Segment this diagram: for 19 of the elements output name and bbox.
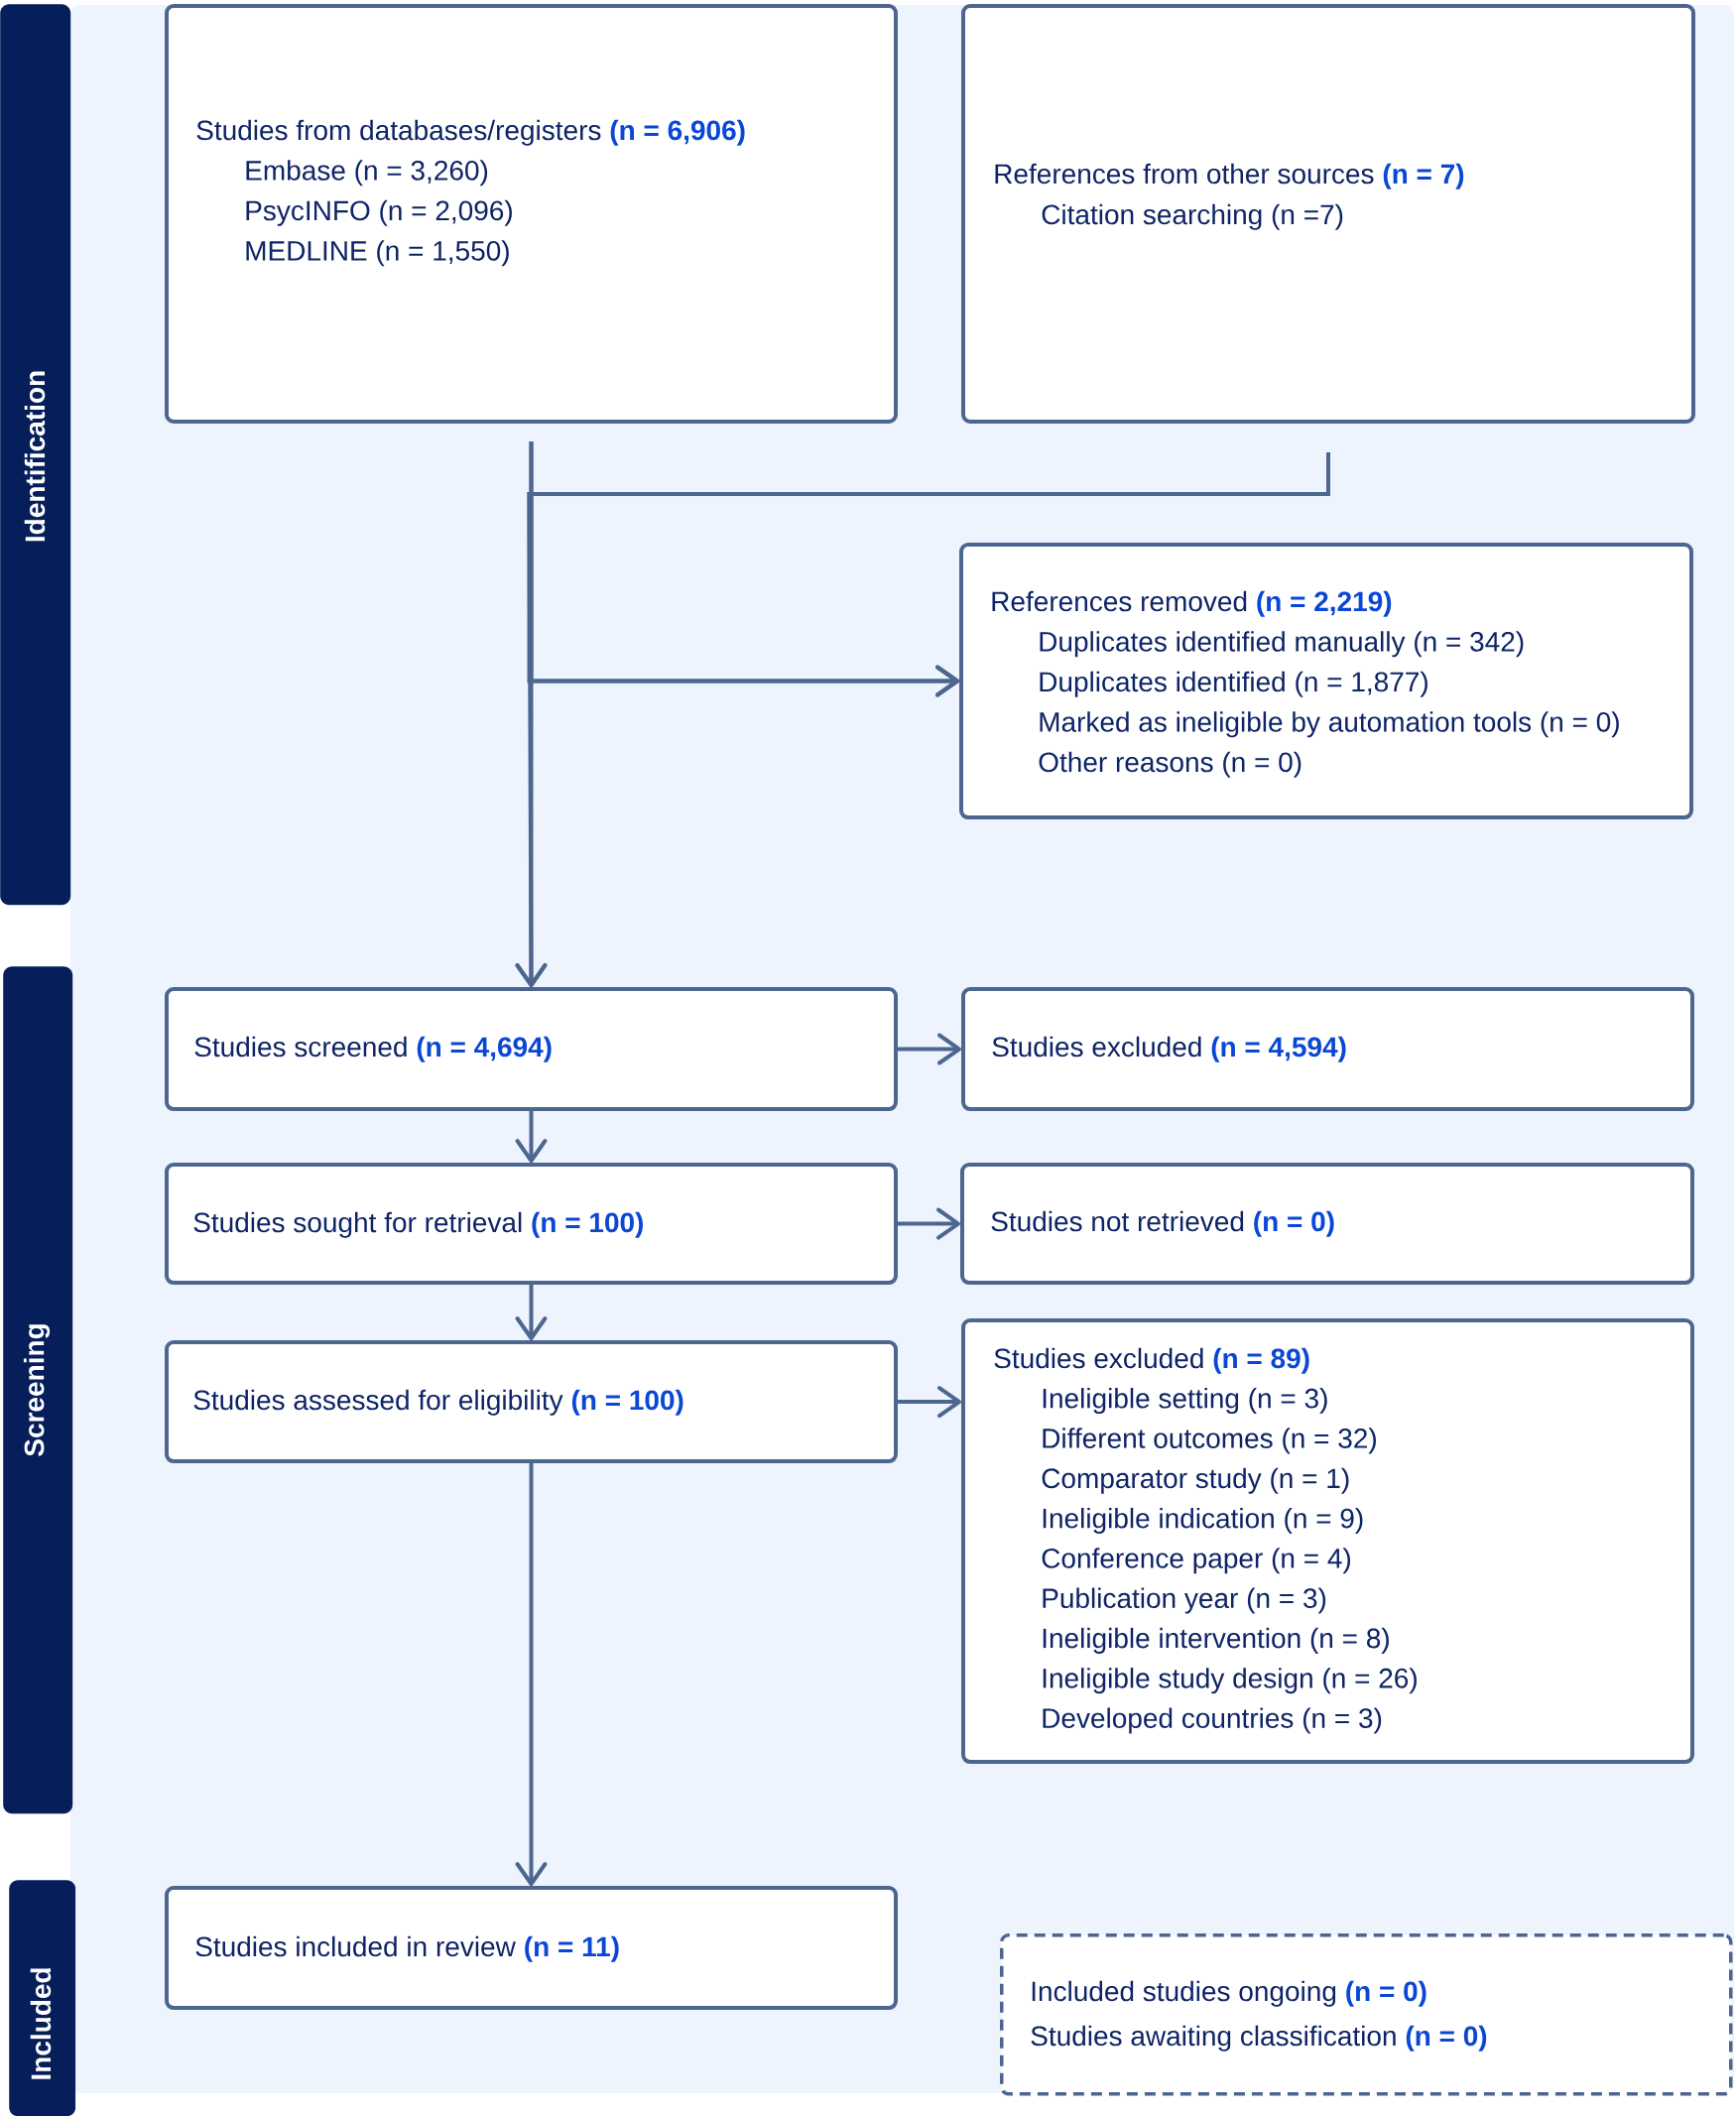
process-box: References from other sources (n = 7) Citation searching (n =7) <box>961 4 1695 424</box>
process-box: Studies excluded (n = 89) Ineligible setting (n = 3) Different outcomes (n = 32) Comparator study (n = 1) Ineligible indication (n = 9) Conference paper (n = 4) Publication year (n = 3) Ineligible intervention (n = 8) Ineligible study design (n = 26) Developed countries (n = 3) <box>961 1318 1694 1764</box>
process-box: Studies from databases/registers (n = 6,906) Embase (n = 3,260) PsycINFO (n = 2,096) MEDLINE (n = 1,550) <box>165 4 898 424</box>
phase-band: Identification <box>0 4 71 906</box>
process-box: Studies excluded (n = 4,594) <box>961 987 1694 1111</box>
arrow <box>898 1386 961 1418</box>
arrow <box>515 452 1330 987</box>
phase-band: Screening <box>3 966 73 1814</box>
phase-band: Included <box>9 1880 76 2116</box>
process-box: Studies screened (n = 4,694) <box>165 987 898 1111</box>
process-box: Studies assessed for eligibility (n = 100) <box>165 1340 898 1463</box>
process-box: Studies not retrieved (n = 0) <box>960 1163 1694 1285</box>
process-box: Studies included in review (n = 11) <box>165 1886 898 2010</box>
arrow <box>898 1033 961 1065</box>
dashed-box: Included studies ongoing (n = 0) Studies awaiting classification (n = 0) <box>1000 1933 1733 2096</box>
arrow <box>515 1463 548 1886</box>
process-box: Studies sought for retrieval (n = 100) <box>165 1163 898 1285</box>
arrow <box>898 1207 960 1240</box>
process-box: References removed (n = 2,219) Duplicates identified manually (n = 342) Duplicates identified (n = 1,877) Marked as ineligible by automation tools (n = 0) Other reasons (n = 0) <box>959 543 1693 819</box>
